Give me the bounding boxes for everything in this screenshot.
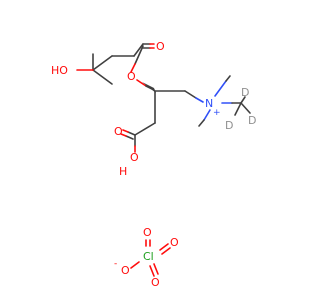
bond-cl-o-bottom-2: [153, 263, 159, 275]
bond-c-d1: [240, 96, 246, 104]
stereo-wedge-bond: [142, 82, 156, 93]
bond-c-d2: [240, 102, 251, 114]
bond-n-methyl-bottom-b: [198, 119, 205, 127]
bond-ch2-n-b: [195, 97, 204, 103]
atom-label-perchlorate-o-left: O: [121, 264, 130, 277]
atom-label-deuterium-2: D: [248, 114, 256, 127]
atom-label-perchlorate-o-right: O: [170, 236, 179, 249]
atom-label-deuterium-1: D: [241, 86, 249, 99]
atom-label-perchlorate-o-top: O: [143, 226, 152, 239]
molecule-structure-diagram: HO O O O O H N + D D D Cl O O O O -: [51, 40, 256, 289]
bond-n-methyl-bottom: [203, 109, 211, 121]
bond-carbonylC-esterO-b: [130, 63, 136, 73]
atom-label-deuterium-3: D: [225, 119, 233, 132]
bond-esterO-chiral-a: [136, 79, 147, 87]
bond-cl-o-right-2: [161, 247, 171, 255]
atom-label-ester-carbonyl-o: O: [156, 40, 165, 53]
bond-acid-carbonyl-c: [125, 135, 134, 140]
bond-cl-o-right: [159, 243, 169, 251]
atom-label-ester-o: O: [127, 70, 136, 83]
bond-c-d3: [234, 102, 242, 116]
atom-label-ho: HO: [51, 64, 68, 77]
atom-label-acid-carbonyl-o: O: [114, 125, 123, 138]
atom-label-acid-oh-o: O: [130, 151, 139, 164]
atom-label-perchlorate-charge: -: [114, 259, 117, 269]
bond-quatC-methyl-right: [92, 69, 113, 85]
bond-acid-carbonyl-b: [122, 129, 129, 133]
bond-carbonylC-esterO-a: [134, 45, 144, 65]
atom-label-acid-oh-h: H: [119, 165, 127, 178]
atom-label-chlorine: Cl: [143, 250, 154, 263]
bond-ch2-acidC: [134, 122, 156, 136]
bond-n-methyl-top: [214, 80, 227, 97]
bond-ch2-n-a: [184, 90, 197, 99]
atom-label-ammonium-n: N: [205, 97, 213, 110]
bond-acid-carbonyl-d: [120, 133, 127, 137]
atom-label-ammonium-charge: +: [213, 108, 221, 118]
bond-cl-o-bottom: [149, 265, 155, 277]
bond-carbonylC-quat-link: [133, 43, 144, 57]
bond-quatC-ch2: [92, 55, 113, 71]
bond-acid-carbonyl-a: [127, 131, 136, 136]
atom-label-perchlorate-o-bottom: O: [151, 276, 160, 289]
bond-cl-o-left: [130, 261, 140, 269]
bond-n-methyl-top-b: [225, 75, 231, 82]
